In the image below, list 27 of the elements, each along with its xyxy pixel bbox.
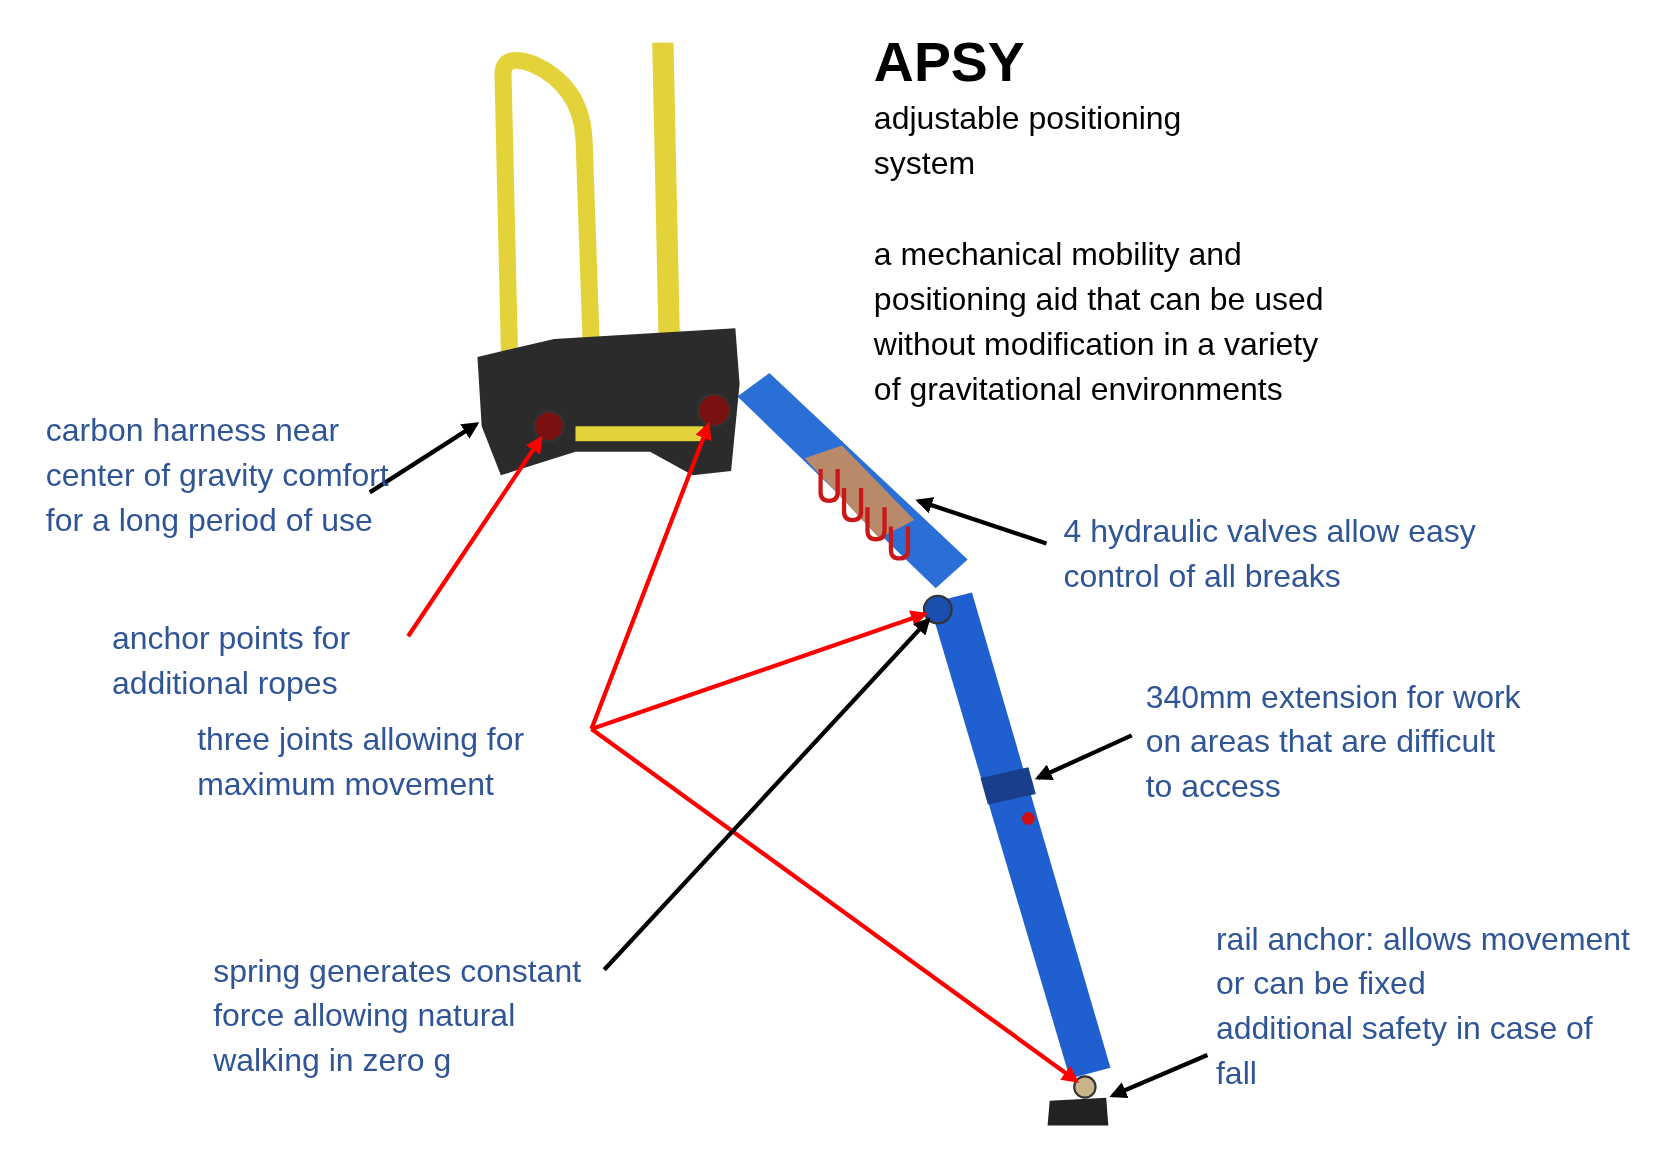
callout-text: additional safety in case of fall — [1215, 1009, 1594, 1093]
callout-text: 4 hydraulic valves allow easy control of all breaks — [1063, 509, 1490, 599]
callout-text: 340mm extension for work on areas that are difficult to access — [1145, 674, 1530, 809]
description-text: a mechanical mobility and positioning aid that can be used without modification in a variety of gravitational environments — [873, 235, 1325, 409]
carbon-harness — [477, 42, 740, 476]
leader-line — [590, 727, 1079, 1083]
leader-line — [406, 435, 543, 638]
rail-anchor-base — [1047, 1097, 1109, 1126]
subtitle: adjustable positioning system — [873, 99, 1183, 183]
callout-text: anchor points for additional ropes — [111, 615, 411, 706]
anchor-point — [532, 410, 565, 443]
leader-line — [590, 610, 928, 731]
leader-line — [602, 617, 931, 972]
extension-collar — [980, 767, 1036, 805]
hip-joint — [696, 393, 732, 428]
leader-line — [1034, 733, 1133, 781]
foot-joint — [1073, 1075, 1097, 1099]
title: APSY — [873, 29, 1025, 94]
hydraulic-valves — [804, 445, 915, 561]
leader-line — [368, 422, 480, 495]
callout-text: three joints allowing for maximum movement — [197, 717, 592, 807]
leader-line — [915, 497, 1048, 546]
leader-line — [1109, 1053, 1209, 1098]
callout-text: spring generates constant force allowing natural walking in zero g — [213, 948, 629, 1083]
elbow-joint — [922, 594, 953, 625]
callout-text: carbon harness near center of gravity comfort for a long period of use — [45, 408, 398, 543]
leader-line — [589, 422, 712, 730]
